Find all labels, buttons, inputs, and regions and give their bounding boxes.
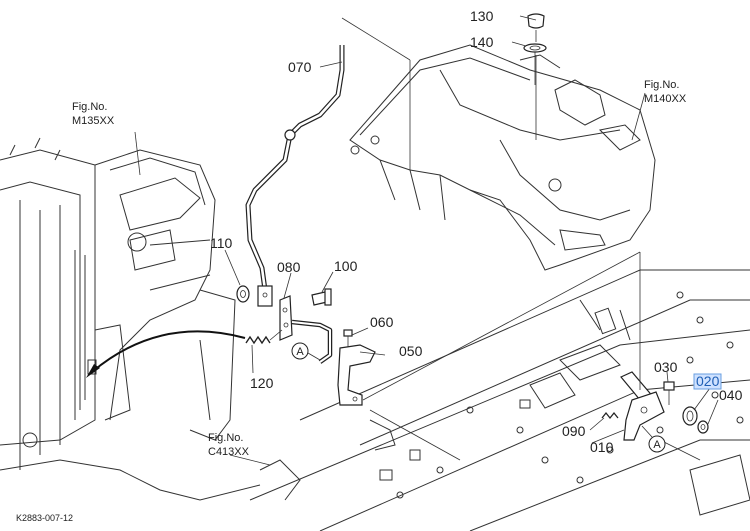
part-label-090[interactable]: 090 [562,423,586,439]
svg-text:A: A [653,439,661,451]
grommet-140 [523,43,547,85]
svg-text:020: 020 [696,373,720,389]
washer-040 [697,420,709,434]
left-frame-drawing [0,137,261,501]
figref-m140[interactable]: Fig.No. M140XX [644,79,687,105]
right-frame-drawing [249,269,750,531]
figref-m135[interactable]: Fig.No. M135XX [72,101,115,127]
part-label-080[interactable]: 080 [277,259,301,275]
part-label-030[interactable]: 030 [654,359,678,375]
part-label-050[interactable]: 050 [399,343,423,359]
callout-a-left: A [291,342,321,361]
svg-text:M135XX: M135XX [72,115,115,127]
part-label-070[interactable]: 070 [288,59,312,75]
link-rod-050 [291,319,376,406]
part-label-140[interactable]: 140 [470,34,494,50]
svg-text:Fig.No.: Fig.No. [644,79,679,91]
lever-010 [620,371,665,441]
svg-text:A: A [296,346,304,358]
leader-lines [86,15,719,466]
figref-c413[interactable]: Fig.No. C413XX [208,432,250,458]
shift-rod-070 [245,45,345,307]
console-cowling-drawing [349,44,656,271]
spring-120 [245,329,283,345]
part-label-100[interactable]: 100 [334,258,358,274]
spring-pin-090 [601,411,619,420]
part-label-060[interactable]: 060 [370,314,394,330]
svg-text:M140XX: M140XX [644,93,687,105]
bolt-100 [311,288,332,306]
bracket-080 [279,295,293,341]
diagram-code: K2883-007-12 [16,513,73,523]
part-label-110[interactable]: 110 [210,235,233,251]
bolt-030 [663,381,675,405]
washer-110 [236,285,250,303]
part-label-120[interactable]: 120 [250,375,274,391]
svg-text:Fig.No.: Fig.No. [208,432,243,444]
spring-020 [682,406,698,426]
knob-130 [527,13,545,42]
part-label-040[interactable]: 040 [719,387,743,403]
part-label-010[interactable]: 010 [590,439,614,455]
svg-text:Fig.No.: Fig.No. [72,101,107,113]
part-label-130[interactable]: 130 [470,8,494,24]
callout-a-right: A [641,425,666,453]
part-label-020-highlighted[interactable]: 020 [693,373,722,390]
svg-text:C413XX: C413XX [208,446,250,458]
